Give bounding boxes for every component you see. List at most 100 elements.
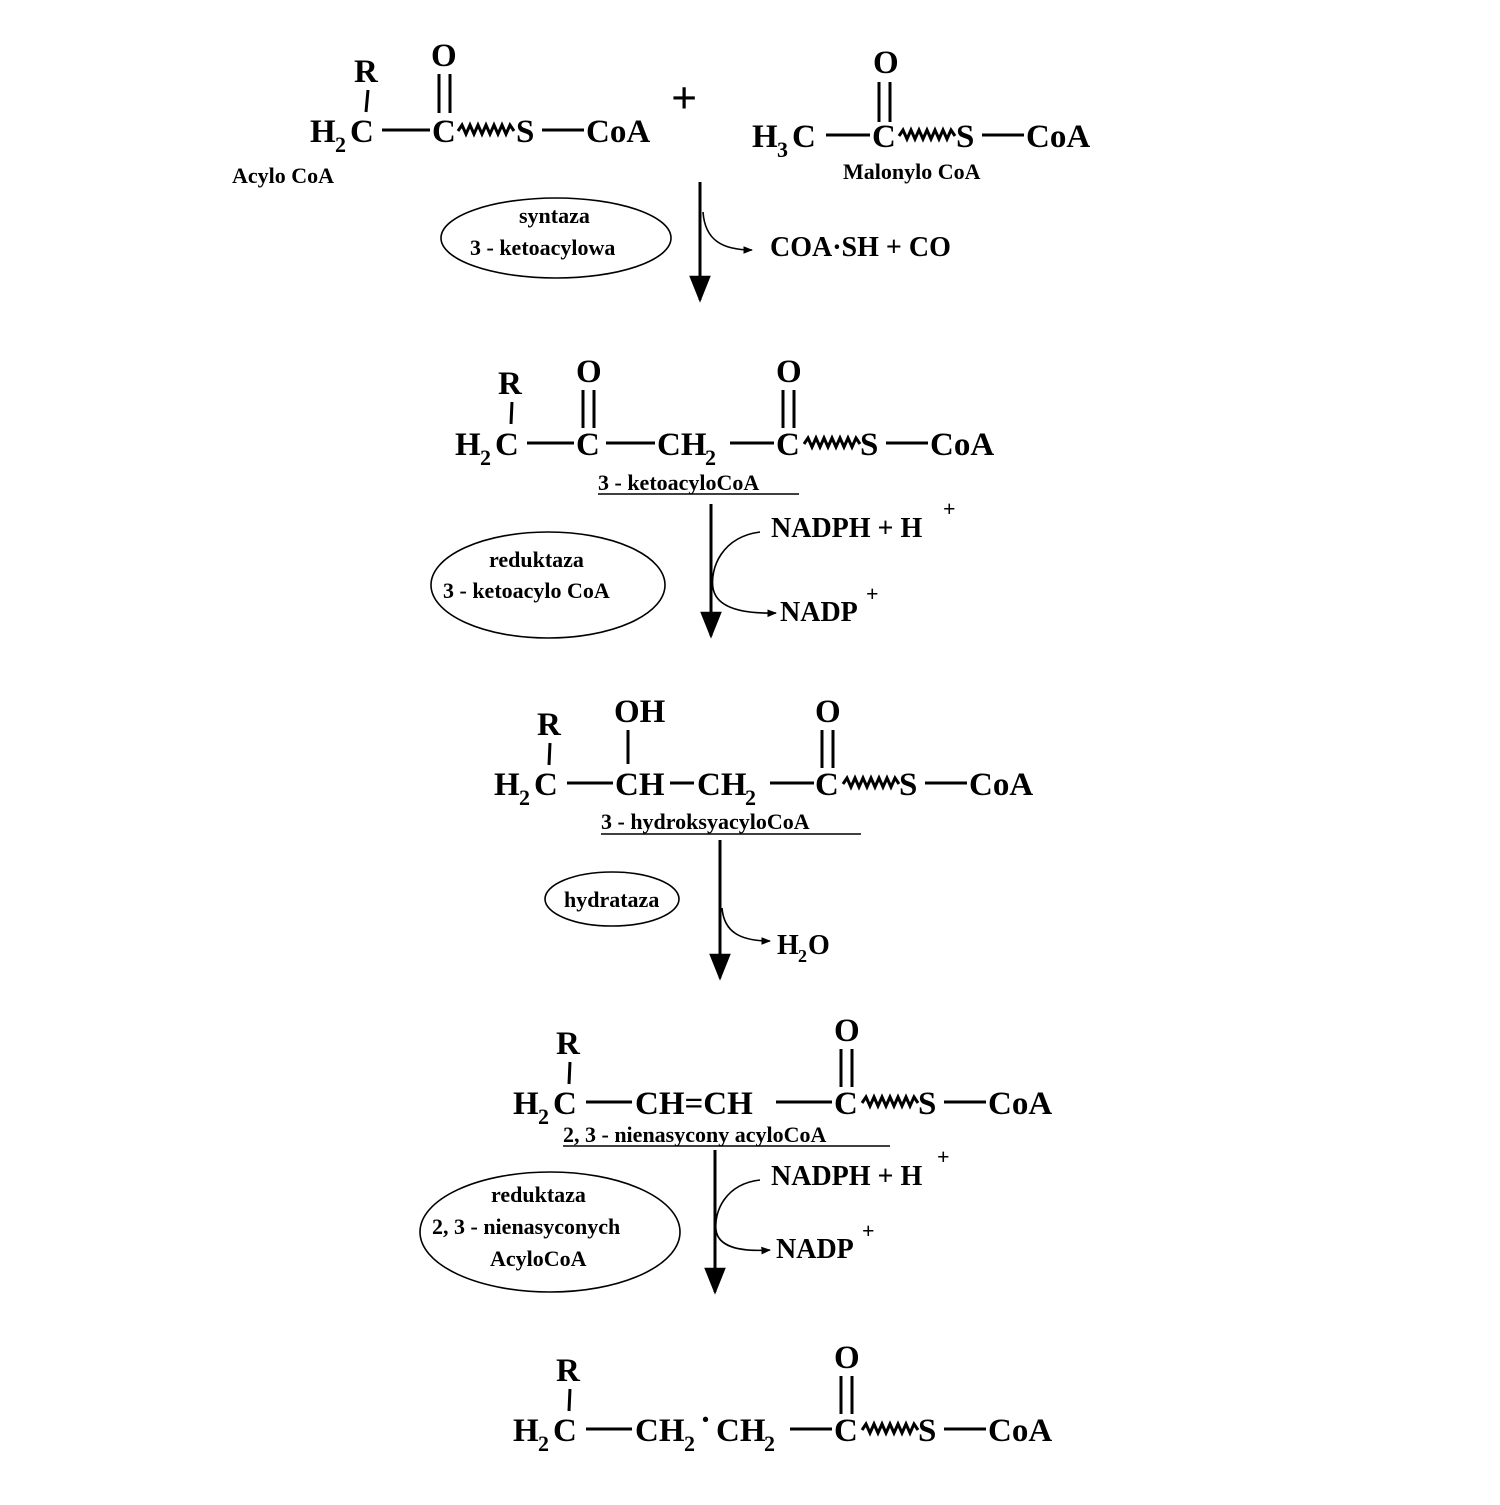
hydroxyacyl-h-subscript: 2: [519, 785, 530, 810]
malonyl-coa-group: CoA: [1026, 119, 1090, 155]
ketoacyl-h: H: [455, 427, 481, 463]
product-r-bond: [567, 1388, 572, 1412]
step4-nadph-superscript: +: [937, 1144, 950, 1169]
product-dot-bond: ·: [700, 1402, 711, 1438]
malonyl-carbon-1: C: [792, 119, 816, 155]
ketoacyl-r-group: R: [498, 366, 523, 402]
step-3-dehydration: H 2 O hydrataza: [544, 840, 830, 981]
enzyme-ketoacyl-reductase-line-2: 3 - ketoacylo CoA: [443, 578, 610, 603]
enzyme-ellipse-hydratase: [544, 871, 680, 927]
product-oxygen: O: [834, 1340, 860, 1376]
step4-nadp: NADP: [776, 1234, 854, 1265]
product-sulfur: S: [918, 1413, 936, 1449]
ketoacyl-carbon-2: C: [576, 427, 600, 463]
malonyl-thioester-wavy-bond: [897, 126, 957, 143]
enoyl-carbon-3: C: [834, 1086, 858, 1122]
enzyme-hydratase: hydrataza: [564, 887, 659, 912]
cofactor-arrow-2: [711, 531, 777, 618]
hydroxyacyl-ch2-subscript: 2: [745, 785, 756, 810]
enoyl-oxygen: O: [834, 1013, 860, 1049]
acyl-r-bond: [364, 89, 370, 113]
acyl-carbon-2: C: [432, 114, 456, 150]
acyl-oxygen: O: [431, 38, 457, 74]
enzyme-enoyl-reductase-line-2: 2, 3 - nienasyconych: [432, 1214, 620, 1239]
enzyme-synthase-line-2: 3 - ketoacylowa: [470, 235, 615, 260]
hydroxyacyl-ch: CH: [615, 767, 665, 803]
ketoacyl-coa-group: CoA: [930, 427, 994, 463]
hydroxyacyl-thioester-wavy-bond: [841, 774, 901, 791]
enoyl-ch-eq-ch: CH=CH: [635, 1086, 753, 1122]
hydroxyacyl-coa-structure: R OH O H 2 C CH CH 2 C S CoA 3 - hydroks…: [494, 694, 1033, 835]
product-ch2-a-subscript: 2: [684, 1431, 695, 1456]
enoyl-coa-group: CoA: [988, 1086, 1052, 1122]
step-2-reduction: NADPH + H + NADP + reduktaza 3 - ketoacy…: [430, 496, 956, 639]
enoyl-label: 2, 3 - nienasycony acyloCoA: [563, 1122, 827, 1147]
product-h-subscript: 2: [538, 1431, 549, 1456]
enzyme-synthase-line-1: syntaza: [519, 203, 590, 228]
malonyl-h: H: [752, 119, 778, 155]
hydroxyacyl-oh: OH: [614, 694, 666, 730]
malonyl-coa-label: Malonylo CoA: [843, 159, 981, 184]
hydroxyacyl-oxygen: O: [815, 694, 841, 730]
ketoacyl-oxygen-2: O: [776, 354, 802, 390]
hydroxyacyl-sulfur: S: [899, 767, 917, 803]
hydroxyacyl-carbon-1: C: [534, 767, 558, 803]
water-subscript: 2: [798, 946, 807, 966]
step2-nadp-superscript: +: [866, 581, 879, 606]
acyl-coa-structure: R O H 2 C C S CoA Acylo CoA: [232, 38, 650, 188]
enoyl-r-group: R: [556, 1026, 581, 1062]
cofactor-arrow-4: [715, 1179, 771, 1255]
hydroxyacyl-carbon-3: C: [815, 767, 839, 803]
step2-nadph-superscript: +: [943, 496, 956, 521]
enzyme-ellipse-enoyl-reductase: [419, 1171, 681, 1293]
ketoacyl-carbon-1: C: [495, 427, 519, 463]
enzyme-ellipse-synthase: [440, 197, 672, 279]
malonyl-carbon-2: C: [872, 119, 896, 155]
enoyl-coa-structure: R O H 2 C CH=CH C S CoA 2, 3 - nienasyco…: [513, 1013, 1052, 1147]
step4-nadp-superscript: +: [862, 1218, 875, 1243]
acyl-coa-group: CoA: [586, 114, 650, 150]
malonyl-coa-structure: O H 3 C C S CoA Malonylo CoA: [752, 45, 1090, 184]
byproduct-coash-co: COA·SH + CO: [770, 232, 951, 263]
hydroxyacyl-label: 3 - hydroksyacyloCoA: [601, 809, 810, 834]
hydroxyacyl-coa-group: CoA: [969, 767, 1033, 803]
ketoacyl-label: 3 - ketoacyloCoA: [598, 470, 759, 495]
hydroxyacyl-h: H: [494, 767, 520, 803]
plus-sign: +: [671, 72, 697, 123]
hydroxyacyl-r-bond: [547, 742, 552, 766]
water-o: O: [808, 930, 830, 961]
enzyme-ellipse-ketoacyl-reductase: [430, 531, 666, 639]
product-r-group: R: [556, 1353, 581, 1389]
step4-nadph-h: NADPH + H: [771, 1161, 923, 1192]
acyl-sulfur: S: [516, 114, 534, 150]
hydroxyacyl-ch2: CH: [697, 767, 747, 803]
enzyme-enoyl-reductase-line-1: reduktaza: [491, 1182, 586, 1207]
water-arrow: [721, 907, 771, 945]
product-thioester-wavy-bond: [860, 1420, 920, 1437]
product-carbon-3: C: [834, 1413, 858, 1449]
byproduct-arrow-1: [702, 211, 753, 254]
step2-nadph-h: NADPH + H: [771, 513, 923, 544]
malonyl-h-subscript: 3: [777, 137, 788, 162]
acyl-h: H: [310, 114, 336, 150]
product-acyl-coa-structure: R O H 2 C CH 2 · CH 2 C S CoA: [513, 1340, 1052, 1456]
product-ch2-b: CH: [716, 1413, 766, 1449]
acyl-coa-label: Acylo CoA: [232, 163, 334, 188]
product-coa-group: CoA: [988, 1413, 1052, 1449]
ketoacyl-carbon-3: C: [776, 427, 800, 463]
enoyl-h-subscript: 2: [538, 1104, 549, 1129]
enzyme-ketoacyl-reductase-line-1: reduktaza: [489, 547, 584, 572]
ketoacyl-ch2: CH: [657, 427, 707, 463]
acyl-thioester-wavy-bond: [456, 121, 516, 138]
step2-nadp: NADP: [780, 597, 858, 628]
ketoacyl-r-bond: [509, 401, 514, 425]
step-4-reduction: NADPH + H + NADP + reduktaza 2, 3 - nien…: [419, 1144, 950, 1295]
ketoacyl-coa-structure: R O O H 2 C C CH 2 C S CoA 3 - ketoacylo…: [455, 354, 994, 495]
step-1-condensation: COA·SH + CO syntaza 3 - ketoacylowa: [440, 182, 951, 303]
acyl-carbon-1: C: [350, 114, 374, 150]
acyl-h-subscript: 2: [335, 132, 346, 157]
ketoacyl-h-subscript: 2: [480, 445, 491, 470]
enoyl-sulfur: S: [918, 1086, 936, 1122]
